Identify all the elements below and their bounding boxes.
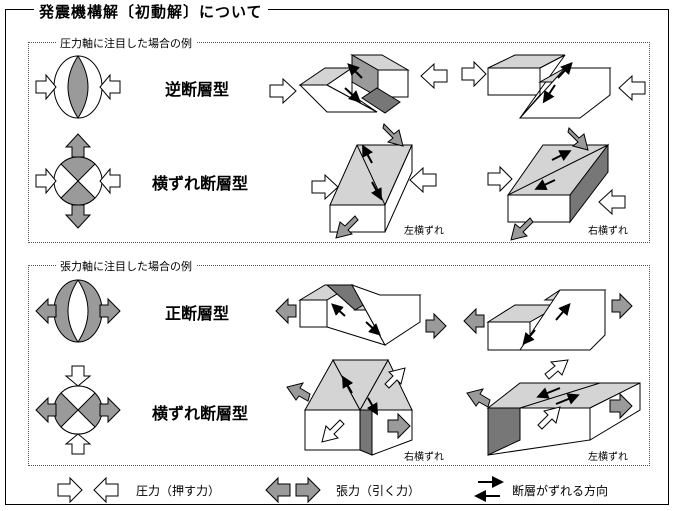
reverse-fault-label: 逆断層型	[165, 80, 230, 99]
tension-arrow-right	[99, 297, 121, 325]
strike-slip-beachball-1	[53, 156, 103, 206]
compression-arrow-down-top	[64, 365, 92, 387]
tension-arrow-left	[35, 297, 57, 325]
tension-arrow-down	[64, 204, 92, 229]
reverse-beachball	[53, 55, 103, 119]
legend-compression-icon	[57, 476, 119, 504]
left-lateral-block	[311, 123, 437, 239]
compression-arrow-left	[35, 73, 57, 101]
legend-slip-icon	[474, 476, 504, 502]
tension-arrow-up	[64, 133, 92, 158]
tension-left-lateral-block	[466, 359, 641, 456]
left-lateral-label-1: 左横ずれ	[404, 226, 444, 237]
legend-slip-label: 断層がずれる方向	[512, 484, 609, 498]
normal-beachball	[53, 279, 103, 343]
left-lateral-label-2: 左横ずれ	[588, 452, 628, 463]
page-title: 発震機構解〔初動解〕について	[34, 1, 268, 22]
compression-section-title: 圧力軸に注目した場合の例	[56, 35, 196, 51]
tension-arrow-right-2	[99, 396, 121, 424]
reverse-fault-block-left	[269, 54, 448, 114]
compression-arrow-up-bottom	[64, 433, 92, 455]
legend-tension-label: 張力（引く力）	[336, 484, 421, 498]
normal-fault-block-left	[275, 284, 447, 346]
strike-slip-beachball-2	[53, 385, 103, 435]
tension-right-lateral-block	[286, 358, 413, 456]
strike-slip-label-2: 横ずれ断層型	[152, 404, 249, 423]
right-lateral-label-2: 右横ずれ	[404, 452, 444, 463]
tension-section-box	[28, 265, 650, 466]
strike-slip-label-1: 横ずれ断層型	[152, 174, 249, 193]
normal-fault-label: 正断層型	[165, 304, 230, 323]
outer-frame	[5, 9, 669, 505]
right-lateral-block	[487, 127, 626, 241]
reverse-fault-block-right	[461, 54, 646, 119]
normal-fault-block-right	[463, 289, 633, 351]
right-lateral-label-1: 右横ずれ	[588, 226, 628, 237]
compression-arrow-left-2	[35, 167, 57, 195]
legend-tension-icon	[265, 476, 321, 504]
compression-section-box	[28, 42, 650, 243]
legend-compression-label: 圧力（押す力）	[136, 484, 221, 498]
compression-arrow-right	[99, 73, 121, 101]
tension-arrow-left-2	[35, 396, 57, 424]
compression-arrow-right-2	[99, 167, 121, 195]
tension-section-title: 張力軸に注目した場合の例	[56, 258, 196, 274]
